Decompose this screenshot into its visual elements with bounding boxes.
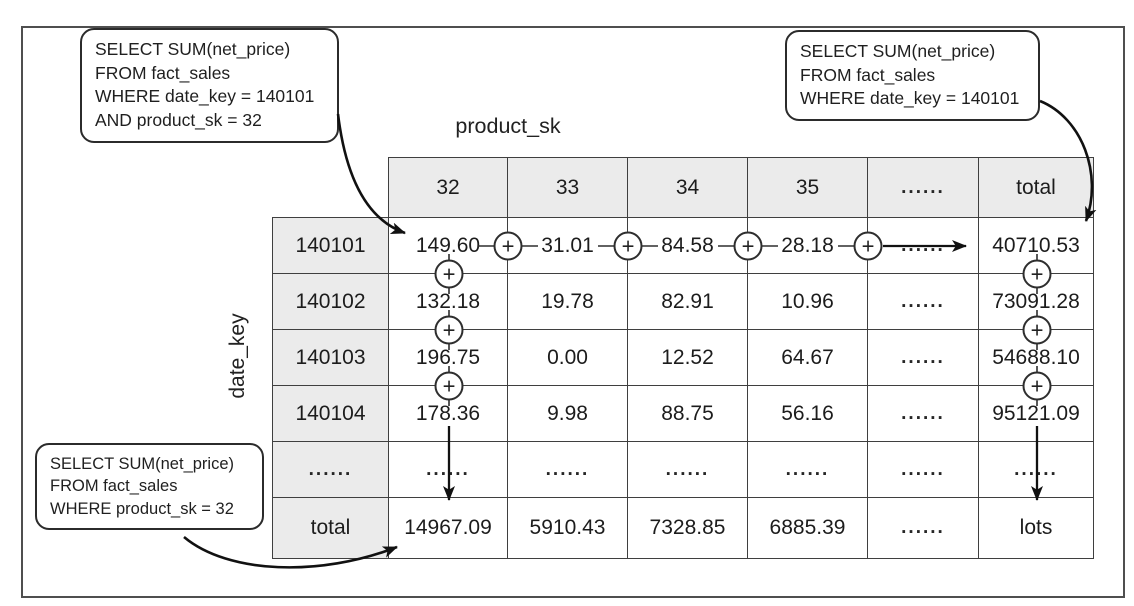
sql-line: WHERE date_key = 140101 [95,86,315,107]
sql-line: SELECT SUM(net_price) [95,39,291,59]
column-header: 34 [628,158,748,217]
row-header-column: 140101 140102 140103 140104 ...... total [272,217,388,559]
grid-cell-ellipsis: ...... [868,442,979,498]
grid-cell-ellipsis: ...... [628,442,748,498]
grid-cell-column-total: 7328.85 [628,498,748,558]
row-header-total: total [310,516,351,539]
sql-line: FROM fact_sales [800,64,936,85]
grid-cell-ellipsis: ...... [868,386,979,442]
grid-cell-row-total: 54688.10 [979,330,1093,386]
grid-cell-column-total: 5910.43 [508,498,628,558]
column-axis-label: product_sk [455,114,561,138]
grid-cell: 31.01 [508,218,628,274]
grid-cell: 82.91 [628,274,748,330]
grid-cell-ellipsis: ...... [868,498,979,558]
grid-cell: 84.58 [628,218,748,274]
grid-cell-ellipsis: ...... [748,442,868,498]
grid-cell: 10.96 [748,274,868,330]
sql-line: FROM fact_sales [95,62,231,83]
grid-cell-ellipsis: ...... [389,442,508,498]
row-header: 140102 [273,274,388,330]
grid-cell-row-total: 73091.28 [979,274,1093,330]
sql-callout-date-and-product: SELECT SUM(net_price) FROM fact_sales WH… [80,28,339,143]
grid-cell-row-total: 40710.53 [979,218,1093,274]
row-header: 140103 [273,330,388,386]
row-axis-label: date_key [226,313,249,399]
grid-cell: 9.98 [508,386,628,442]
sql-line: WHERE date_key = 140101 [800,88,1020,109]
row-header: 140104 [273,386,388,442]
column-header: 32 [389,158,508,217]
sql-line: AND product_sk = 32 [95,109,262,130]
grid-cell: 196.75 [389,330,508,386]
column-header-total: total [1016,175,1056,199]
sql-callout-product-only: SELECT SUM(net_price) FROM fact_sales WH… [35,443,264,530]
sql-callout-date-only: SELECT SUM(net_price) FROM fact_sales WH… [785,30,1040,121]
grid-cell: 64.67 [748,330,868,386]
grid-cell: 56.16 [748,386,868,442]
grid-cell-ellipsis: ...... [868,330,979,386]
column-header-row: 32 33 34 35 ...... total [388,157,1094,217]
grid-cell: 88.75 [628,386,748,442]
sql-line: FROM fact_sales [50,477,178,496]
row-header-ellipsis: ...... [273,442,388,498]
grid-cell-row-total: 95121.09 [979,386,1093,442]
grid-cell: 28.18 [748,218,868,274]
grid-cell: 19.78 [508,274,628,330]
sql-line: SELECT SUM(net_price) [800,41,996,61]
grid-cell-column-total: 6885.39 [748,498,868,558]
grid-cell: 178.36 [389,386,508,442]
column-header-ellipsis: ...... [868,158,979,217]
grid-cell: 149.60 [389,218,508,274]
column-header: 33 [508,158,628,217]
grid-cell-ellipsis: ...... [868,274,979,330]
grid-cell-ellipsis: ...... [979,442,1093,498]
sql-line: SELECT SUM(net_price) [50,455,235,473]
sql-line: WHERE product_sk = 32 [50,499,234,518]
grid-cell: 0.00 [508,330,628,386]
grid-cell-ellipsis: ...... [868,218,979,274]
column-header: 35 [748,158,868,217]
grid-cell-ellipsis: ...... [508,442,628,498]
grid-cell-grand-total: lots [1019,516,1053,539]
grid-cell-column-total: 14967.09 [389,498,508,558]
grid-cell: 12.52 [628,330,748,386]
grid-cell: 132.18 [389,274,508,330]
fact-sales-aggregate-grid: 149.60 31.01 84.58 28.18 ...... 40710.53… [388,217,1094,559]
row-header: 140101 [273,218,388,274]
